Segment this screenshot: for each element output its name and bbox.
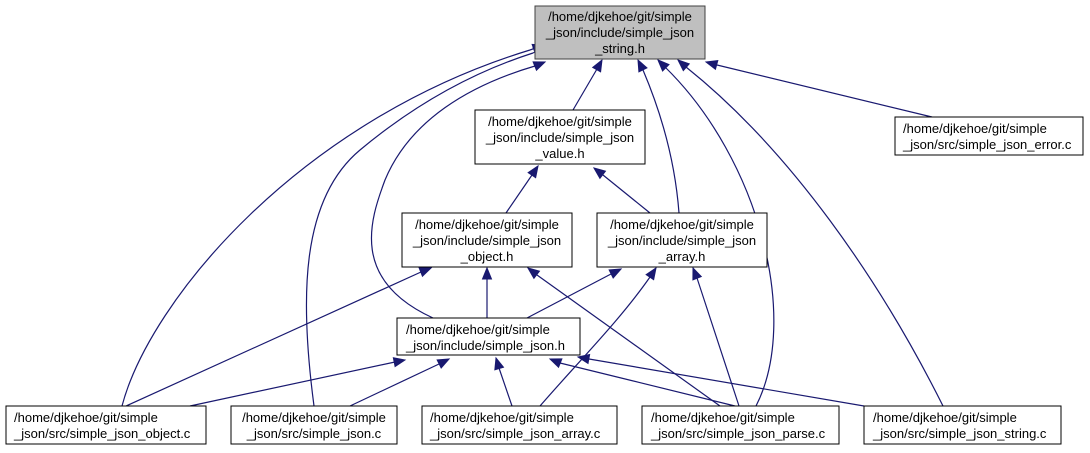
- node-label-line: _json/src/simple_json_error.c: [902, 137, 1072, 152]
- node-array-h[interactable]: /home/djkehoe/git/simple _json/include/s…: [596, 212, 768, 268]
- arrowhead-icon: [576, 353, 591, 365]
- node-string-h[interactable]: /home/djkehoe/git/simple _json/include/s…: [534, 5, 706, 60]
- node-label-line: _object.h: [460, 249, 514, 264]
- node-label-line: /home/djkehoe/git/simple: [430, 410, 574, 425]
- arrowhead-icon: [592, 167, 607, 180]
- arrowhead-icon: [481, 266, 493, 280]
- node-label-line: _json/include/simple_json.h: [405, 338, 565, 353]
- edge-parse-c-to-json-h: [548, 358, 736, 407]
- node-label-line: _json/src/simple_json_parse.c: [650, 426, 826, 441]
- edge-line: [526, 273, 612, 319]
- arrowhead-icon: [526, 267, 541, 280]
- edge-line-tail: [664, 66, 667, 69]
- edge-line: [370, 65, 536, 319]
- edge-object-h-to-value-h: [505, 164, 539, 214]
- edge-parse-c-to-array-h: [692, 266, 740, 407]
- node-array-c[interactable]: /home/djkehoe/git/simple _json/src/simpl…: [421, 405, 618, 445]
- edge-line: [588, 358, 865, 407]
- node-label-line: _json/include/simple_json: [545, 25, 694, 40]
- node-label-line: _json/src/simple_json.c: [246, 426, 382, 441]
- arrowhead-icon: [645, 266, 657, 281]
- node-label-line: /home/djkehoe/git/simple: [610, 217, 754, 232]
- node-string-c[interactable]: /home/djkehoe/git/simple _json/src/simpl…: [863, 405, 1062, 445]
- edge-json-h-to-array-h: [526, 268, 623, 319]
- edge-array-c-to-array-h: [539, 266, 657, 407]
- node-label-line: _string.h: [594, 41, 645, 56]
- edge-json-h-to-object-h: [481, 266, 493, 318]
- node-label-line: _json/include/simple_json: [485, 130, 634, 145]
- node-label-line: _json/src/simple_json_array.c: [429, 426, 601, 441]
- edge-error-c-to-string-h: [704, 59, 933, 118]
- node-label-line: /home/djkehoe/git/simple: [548, 9, 692, 24]
- edge-line: [572, 68, 598, 111]
- edge-line: [349, 363, 440, 407]
- arrowhead-icon: [704, 59, 719, 71]
- node-label-line: /home/djkehoe/git/simple: [14, 410, 158, 425]
- arrowhead-icon: [527, 164, 539, 179]
- node-label-line: _json/src/simple_json_object.c: [13, 426, 191, 441]
- edge-line: [602, 174, 651, 214]
- edge-value-h-to-string-h: [572, 58, 603, 111]
- edge-object-c-to-json-h: [189, 357, 407, 407]
- node-object-c[interactable]: /home/djkehoe/git/simple _json/src/simpl…: [5, 405, 207, 445]
- node-label-line: _json/include/simple_json: [607, 233, 756, 248]
- node-value-h[interactable]: /home/djkehoe/git/simple _json/include/s…: [474, 109, 646, 165]
- node-parse-c[interactable]: /home/djkehoe/git/simple _json/src/simpl…: [641, 405, 840, 445]
- node-label-line: /home/djkehoe/git/simple: [406, 322, 550, 337]
- node-label-line: /home/djkehoe/git/simple: [488, 114, 632, 129]
- node-json-h[interactable]: /home/djkehoe/git/simple _json/include/s…: [396, 317, 581, 356]
- edge-line: [121, 49, 531, 407]
- edge-string-c-to-string-h: [677, 59, 944, 407]
- edge-line-tail: [529, 48, 534, 51]
- edge-line: [539, 276, 651, 407]
- arrowhead-icon: [677, 59, 691, 72]
- edge-json-h-to-string-h: [370, 61, 547, 319]
- edge-line: [125, 271, 422, 407]
- edge-object-c-to-object-h: [125, 267, 433, 407]
- node-label-line: /home/djkehoe/git/simple: [651, 410, 795, 425]
- edge-string-c-to-json-h: [576, 353, 865, 407]
- edge-line: [498, 367, 513, 407]
- edge-array-h-to-string-h: [637, 58, 680, 214]
- node-label-line: _value.h: [534, 146, 584, 161]
- edge-line: [716, 64, 933, 118]
- edge-line: [642, 69, 680, 214]
- node-label-line: /home/djkehoe/git/simple: [242, 410, 386, 425]
- edge-line: [505, 174, 533, 214]
- node-error-c[interactable]: /home/djkehoe/git/simple _json/src/simpl…: [894, 116, 1084, 156]
- node-label-line: _array.h: [658, 249, 706, 264]
- edge-json-c-to-json-h: [349, 358, 451, 407]
- edge-line: [559, 362, 736, 407]
- node-label-line: _json/src/simple_json_string.c: [872, 426, 1047, 441]
- node-label-line: /home/djkehoe/git/simple: [903, 121, 1047, 136]
- edge-line: [189, 361, 396, 407]
- node-json-c[interactable]: /home/djkehoe/git/simple _json/src/simpl…: [230, 405, 398, 445]
- edge-array-h-to-value-h: [592, 167, 651, 214]
- node-label-line: /home/djkehoe/git/simple: [873, 410, 1017, 425]
- nodes-layer: /home/djkehoe/git/simple _json/include/s…: [5, 5, 1084, 445]
- node-object-h[interactable]: /home/djkehoe/git/simple _json/include/s…: [401, 212, 573, 268]
- edge-line: [305, 52, 534, 407]
- arrowhead-icon: [591, 58, 603, 73]
- node-label-line: _json/include/simple_json: [412, 233, 561, 248]
- arrowhead-icon: [637, 58, 648, 73]
- arrowhead-icon: [392, 357, 407, 368]
- edge-line: [685, 66, 944, 407]
- node-label-line: /home/djkehoe/git/simple: [415, 217, 559, 232]
- edge-array-c-to-json-h: [494, 356, 513, 407]
- edge-line: [696, 277, 740, 407]
